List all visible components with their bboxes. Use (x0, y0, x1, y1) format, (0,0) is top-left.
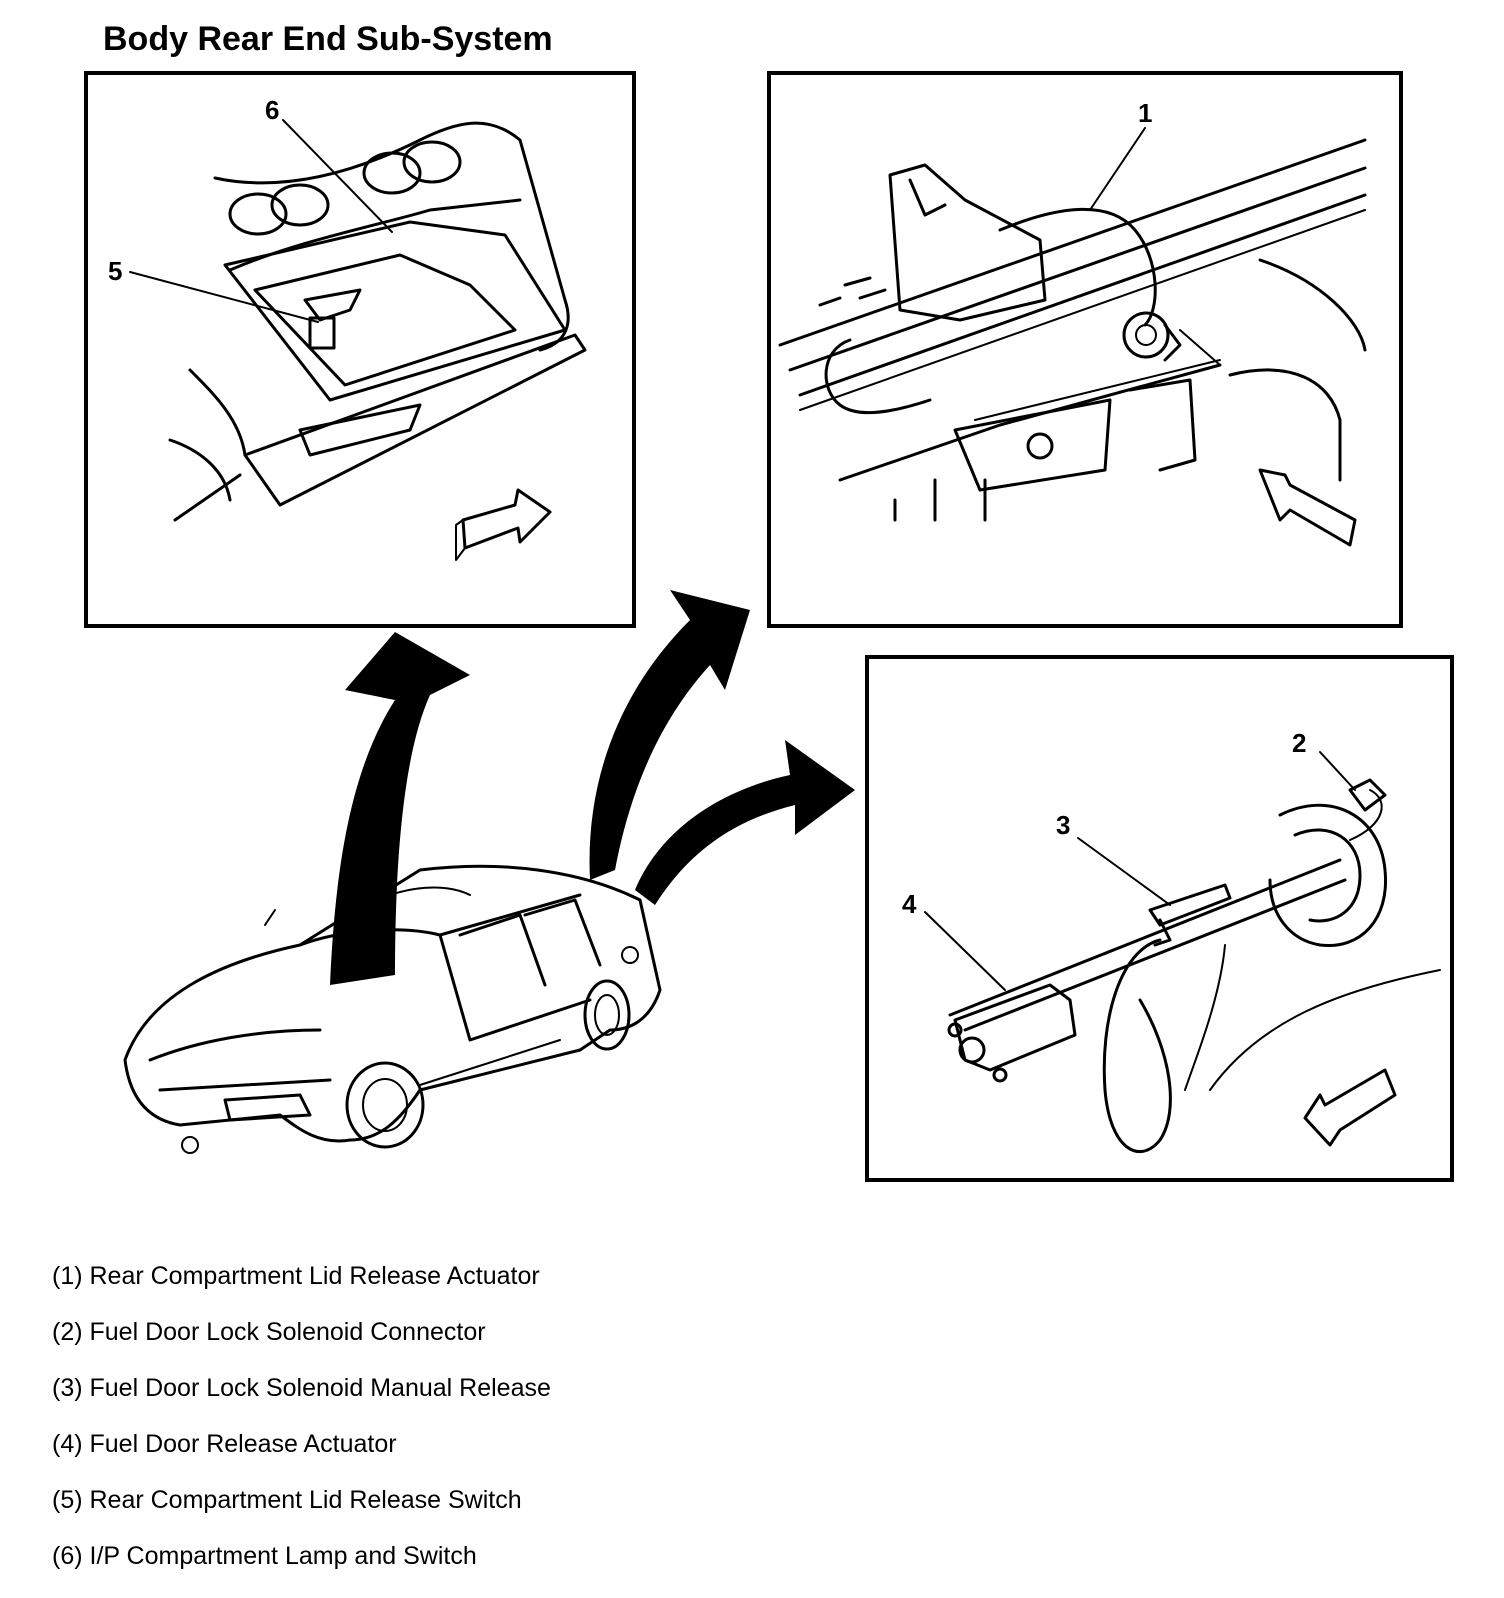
legend-item: (3) Fuel Door Lock Solenoid Manual Relea… (52, 1374, 551, 1402)
panel-glovebox (84, 71, 636, 628)
legend-item: (4) Fuel Door Release Actuator (52, 1430, 397, 1458)
legend-item: (2) Fuel Door Lock Solenoid Connector (52, 1318, 486, 1346)
diagram-title: Body Rear End Sub-System (103, 20, 553, 58)
legend-item: (5) Rear Compartment Lid Release Switch (52, 1486, 522, 1514)
legend-item: (6) I/P Compartment Lamp and Switch (52, 1542, 477, 1570)
callout-5: 5 (108, 256, 122, 286)
callout-1: 1 (1138, 98, 1152, 128)
legend-item: (1) Rear Compartment Lid Release Actuato… (52, 1262, 540, 1290)
callout-2: 2 (1292, 728, 1306, 758)
pointer-arrows (330, 590, 855, 985)
panel-trunk-actuator (767, 71, 1403, 628)
car-illustration (123, 864, 662, 1154)
callout-6: 6 (265, 95, 279, 125)
panel-fuel-door (865, 655, 1454, 1182)
legend-list: (1) Rear Compartment Lid Release Actuato… (52, 1262, 551, 1598)
callout-3: 3 (1056, 810, 1070, 840)
callout-4: 4 (902, 889, 917, 919)
